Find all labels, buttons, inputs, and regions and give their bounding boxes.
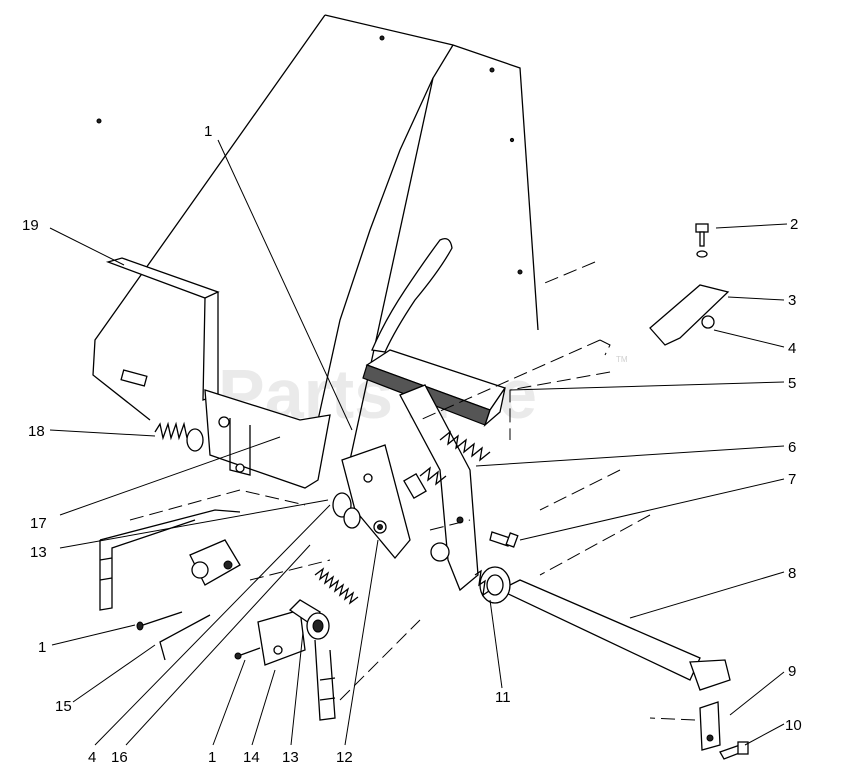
callout-2: 2 [790,216,798,233]
bracket-plate [341,444,411,560]
watermark-tm: TM [616,355,628,364]
callout-8: 8 [788,565,796,582]
callout-labels: 1 2 3 4 5 6 7 8 9 10 11 12 13 13 14 15 1… [22,123,802,766]
leader-lines [49,139,788,746]
callout-1-bottom: 1 [208,749,216,766]
cotter-pins [136,611,261,660]
left-spring [154,421,204,452]
callout-14: 14 [243,749,260,766]
callout-10: 10 [785,717,802,734]
callout-15: 15 [55,698,72,715]
callout-18: 18 [28,423,45,440]
callout-19: 19 [22,217,39,234]
callout-13-left: 13 [30,544,47,561]
callout-12: 12 [336,749,353,766]
small-plate [257,599,330,666]
hairpin [159,614,211,661]
lower-spring [314,492,361,605]
callout-17: 17 [30,515,47,532]
hardware-2-3-4 [649,223,730,346]
shaft [430,542,731,691]
callout-6: 6 [788,439,796,456]
callout-1-left: 1 [38,639,46,656]
bolt-7 [489,531,519,548]
callout-4-right: 4 [788,340,796,357]
upper-spring [403,430,491,500]
callout-11: 11 [495,689,511,706]
hardware-9-10 [699,701,749,760]
callout-13-bottom: 13 [282,749,299,766]
callout-9: 9 [788,663,796,680]
callout-5: 5 [788,375,796,392]
shield-cover [92,14,539,486]
left-bracket [105,257,331,489]
callout-4-bottom: 4 [88,749,96,766]
callout-3: 3 [788,292,796,309]
callout-1-top: 1 [204,123,212,140]
pedal-rod [371,237,453,353]
lower-frame [99,509,336,721]
callout-7: 7 [788,471,796,488]
callout-16: 16 [111,749,128,766]
